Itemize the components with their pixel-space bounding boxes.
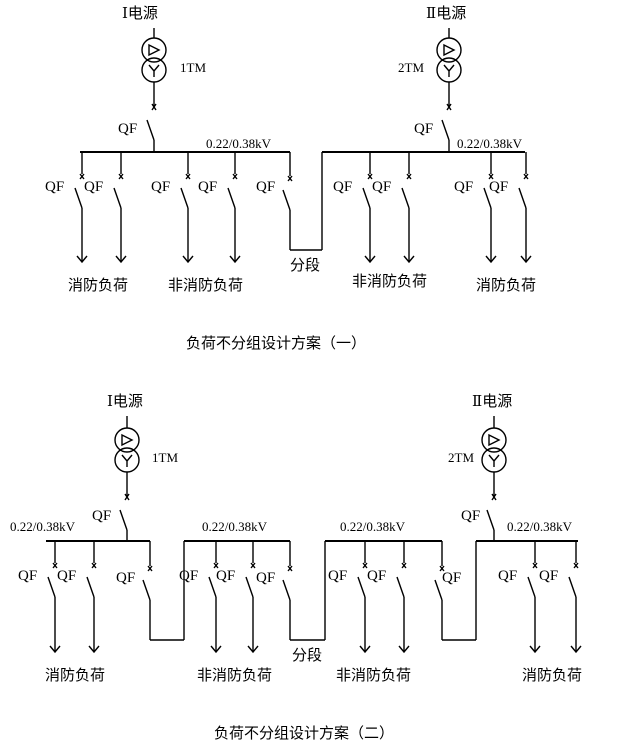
load-label-fire-2: 消防负荷 <box>476 277 536 294</box>
breaker-label-incoming-4: QF <box>461 508 480 524</box>
breaker-label-s1-2: QF <box>84 179 103 195</box>
incoming-breaker-2 <box>441 103 452 152</box>
breaker-label-s1-4: QF <box>198 179 217 195</box>
voltage-label-6: 0.22/0.38kV <box>507 519 573 534</box>
load-label-nonfire-2: 非消防负荷 <box>352 273 427 290</box>
incoming-breaker-4 <box>486 493 497 541</box>
breaker-label-tie-2: QF <box>116 570 135 586</box>
breaker-label-s2-1: QF <box>18 568 37 584</box>
feeders-scheme-1: QF QF QF QF QF QF QF QF <box>45 152 532 264</box>
feeder-s2-4: QF <box>216 541 259 654</box>
feeder-s1-1: QF <box>45 152 88 264</box>
feeder-s1-5: QF <box>333 152 376 264</box>
feeder-s2-6: QF <box>367 541 410 654</box>
diagram-scheme-1: Ⅰ电源 Ⅱ电源 1TM 2TM QF <box>45 5 536 352</box>
breaker-label-incoming-3: QF <box>92 508 111 524</box>
breaker-label-s1-1: QF <box>45 179 64 195</box>
transformer-1-icon <box>141 28 167 106</box>
voltage-label-4: 0.22/0.38kV <box>202 519 268 534</box>
breaker-label-s2-4: QF <box>216 568 235 584</box>
load-label-nonfire-1: 非消防负荷 <box>168 277 243 294</box>
feeder-s1-7: QF <box>454 152 497 264</box>
breaker-label-tie-4: QF <box>442 570 461 586</box>
breaker-label-tie-1: QF <box>256 179 275 195</box>
transformer-label-2: 2TM <box>398 60 424 75</box>
breaker-label-s1-6: QF <box>372 179 391 195</box>
voltage-label-5: 0.22/0.38kV <box>340 519 406 534</box>
breaker-label-tie-3: QF <box>256 570 275 586</box>
breaker-label-s1-5: QF <box>333 179 352 195</box>
transformer-4-icon <box>481 416 507 496</box>
tie-label-2: 分段 <box>292 647 322 664</box>
feeder-s2-5: QF <box>328 541 371 654</box>
feeder-s2-2: QF <box>57 541 100 654</box>
load-label-fire-1: 消防负荷 <box>68 277 128 294</box>
bus-tie-2 <box>142 541 185 641</box>
load-label-nonfire-4: 非消防负荷 <box>336 667 411 684</box>
incoming-breaker-1 <box>146 103 157 152</box>
source-label-3: Ⅰ电源 <box>107 393 143 410</box>
breaker-label-s2-8: QF <box>539 568 558 584</box>
transformer-label-1: 1TM <box>180 60 206 75</box>
source-label-4: Ⅱ电源 <box>472 393 512 410</box>
breaker-label-s2-2: QF <box>57 568 76 584</box>
feeder-s1-2: QF <box>84 152 127 264</box>
feeder-s1-3: QF <box>151 152 194 264</box>
feeder-s1-6: QF <box>372 152 415 264</box>
tie-label-1: 分段 <box>290 257 320 274</box>
breaker-label-s2-3: QF <box>179 568 198 584</box>
load-label-nonfire-3: 非消防负荷 <box>197 667 272 684</box>
feeder-s1-4: QF <box>198 152 241 264</box>
voltage-label-2: 0.22/0.38kV <box>457 136 523 151</box>
transformer-label-3: 1TM <box>152 450 178 465</box>
feeder-s1-8: QF <box>489 152 532 264</box>
transformer-2-icon <box>436 28 462 106</box>
feeders-scheme-2: QF QF QF QF QF QF QF QF <box>18 541 582 654</box>
feeder-s2-3: QF <box>179 541 222 654</box>
incoming-breaker-3 <box>119 493 130 541</box>
breaker-label-s1-8: QF <box>489 179 508 195</box>
feeder-s2-8: QF <box>539 541 582 654</box>
bus-tie-1 <box>282 152 323 251</box>
caption-1: 负荷不分组设计方案（一） <box>186 334 366 352</box>
source-label-2: Ⅱ电源 <box>426 5 466 22</box>
bus-tie-3 <box>282 541 326 641</box>
breaker-label-incoming-1: QF <box>118 121 137 137</box>
breaker-label-s2-5: QF <box>328 568 347 584</box>
voltage-label-1: 0.22/0.38kV <box>206 136 272 151</box>
breaker-label-s1-7: QF <box>454 179 473 195</box>
feeder-s2-7: QF <box>498 541 541 654</box>
breaker-label-incoming-2: QF <box>414 121 433 137</box>
breaker-label-s2-6: QF <box>367 568 386 584</box>
bus-tie-4 <box>434 541 477 641</box>
feeder-s2-1: QF <box>18 541 61 654</box>
diagram-scheme-2: Ⅰ电源 Ⅱ电源 1TM 2TM QF <box>10 393 582 742</box>
transformer-label-4: 2TM <box>448 450 474 465</box>
load-label-fire-4: 消防负荷 <box>522 667 582 684</box>
voltage-label-3: 0.22/0.38kV <box>10 519 76 534</box>
breaker-label-s1-3: QF <box>151 179 170 195</box>
transformer-3-icon <box>114 416 140 496</box>
load-label-fire-3: 消防负荷 <box>45 667 105 684</box>
caption-2: 负荷不分组设计方案（二） <box>214 724 394 742</box>
breaker-label-s2-7: QF <box>498 568 517 584</box>
source-label-1: Ⅰ电源 <box>122 5 158 22</box>
